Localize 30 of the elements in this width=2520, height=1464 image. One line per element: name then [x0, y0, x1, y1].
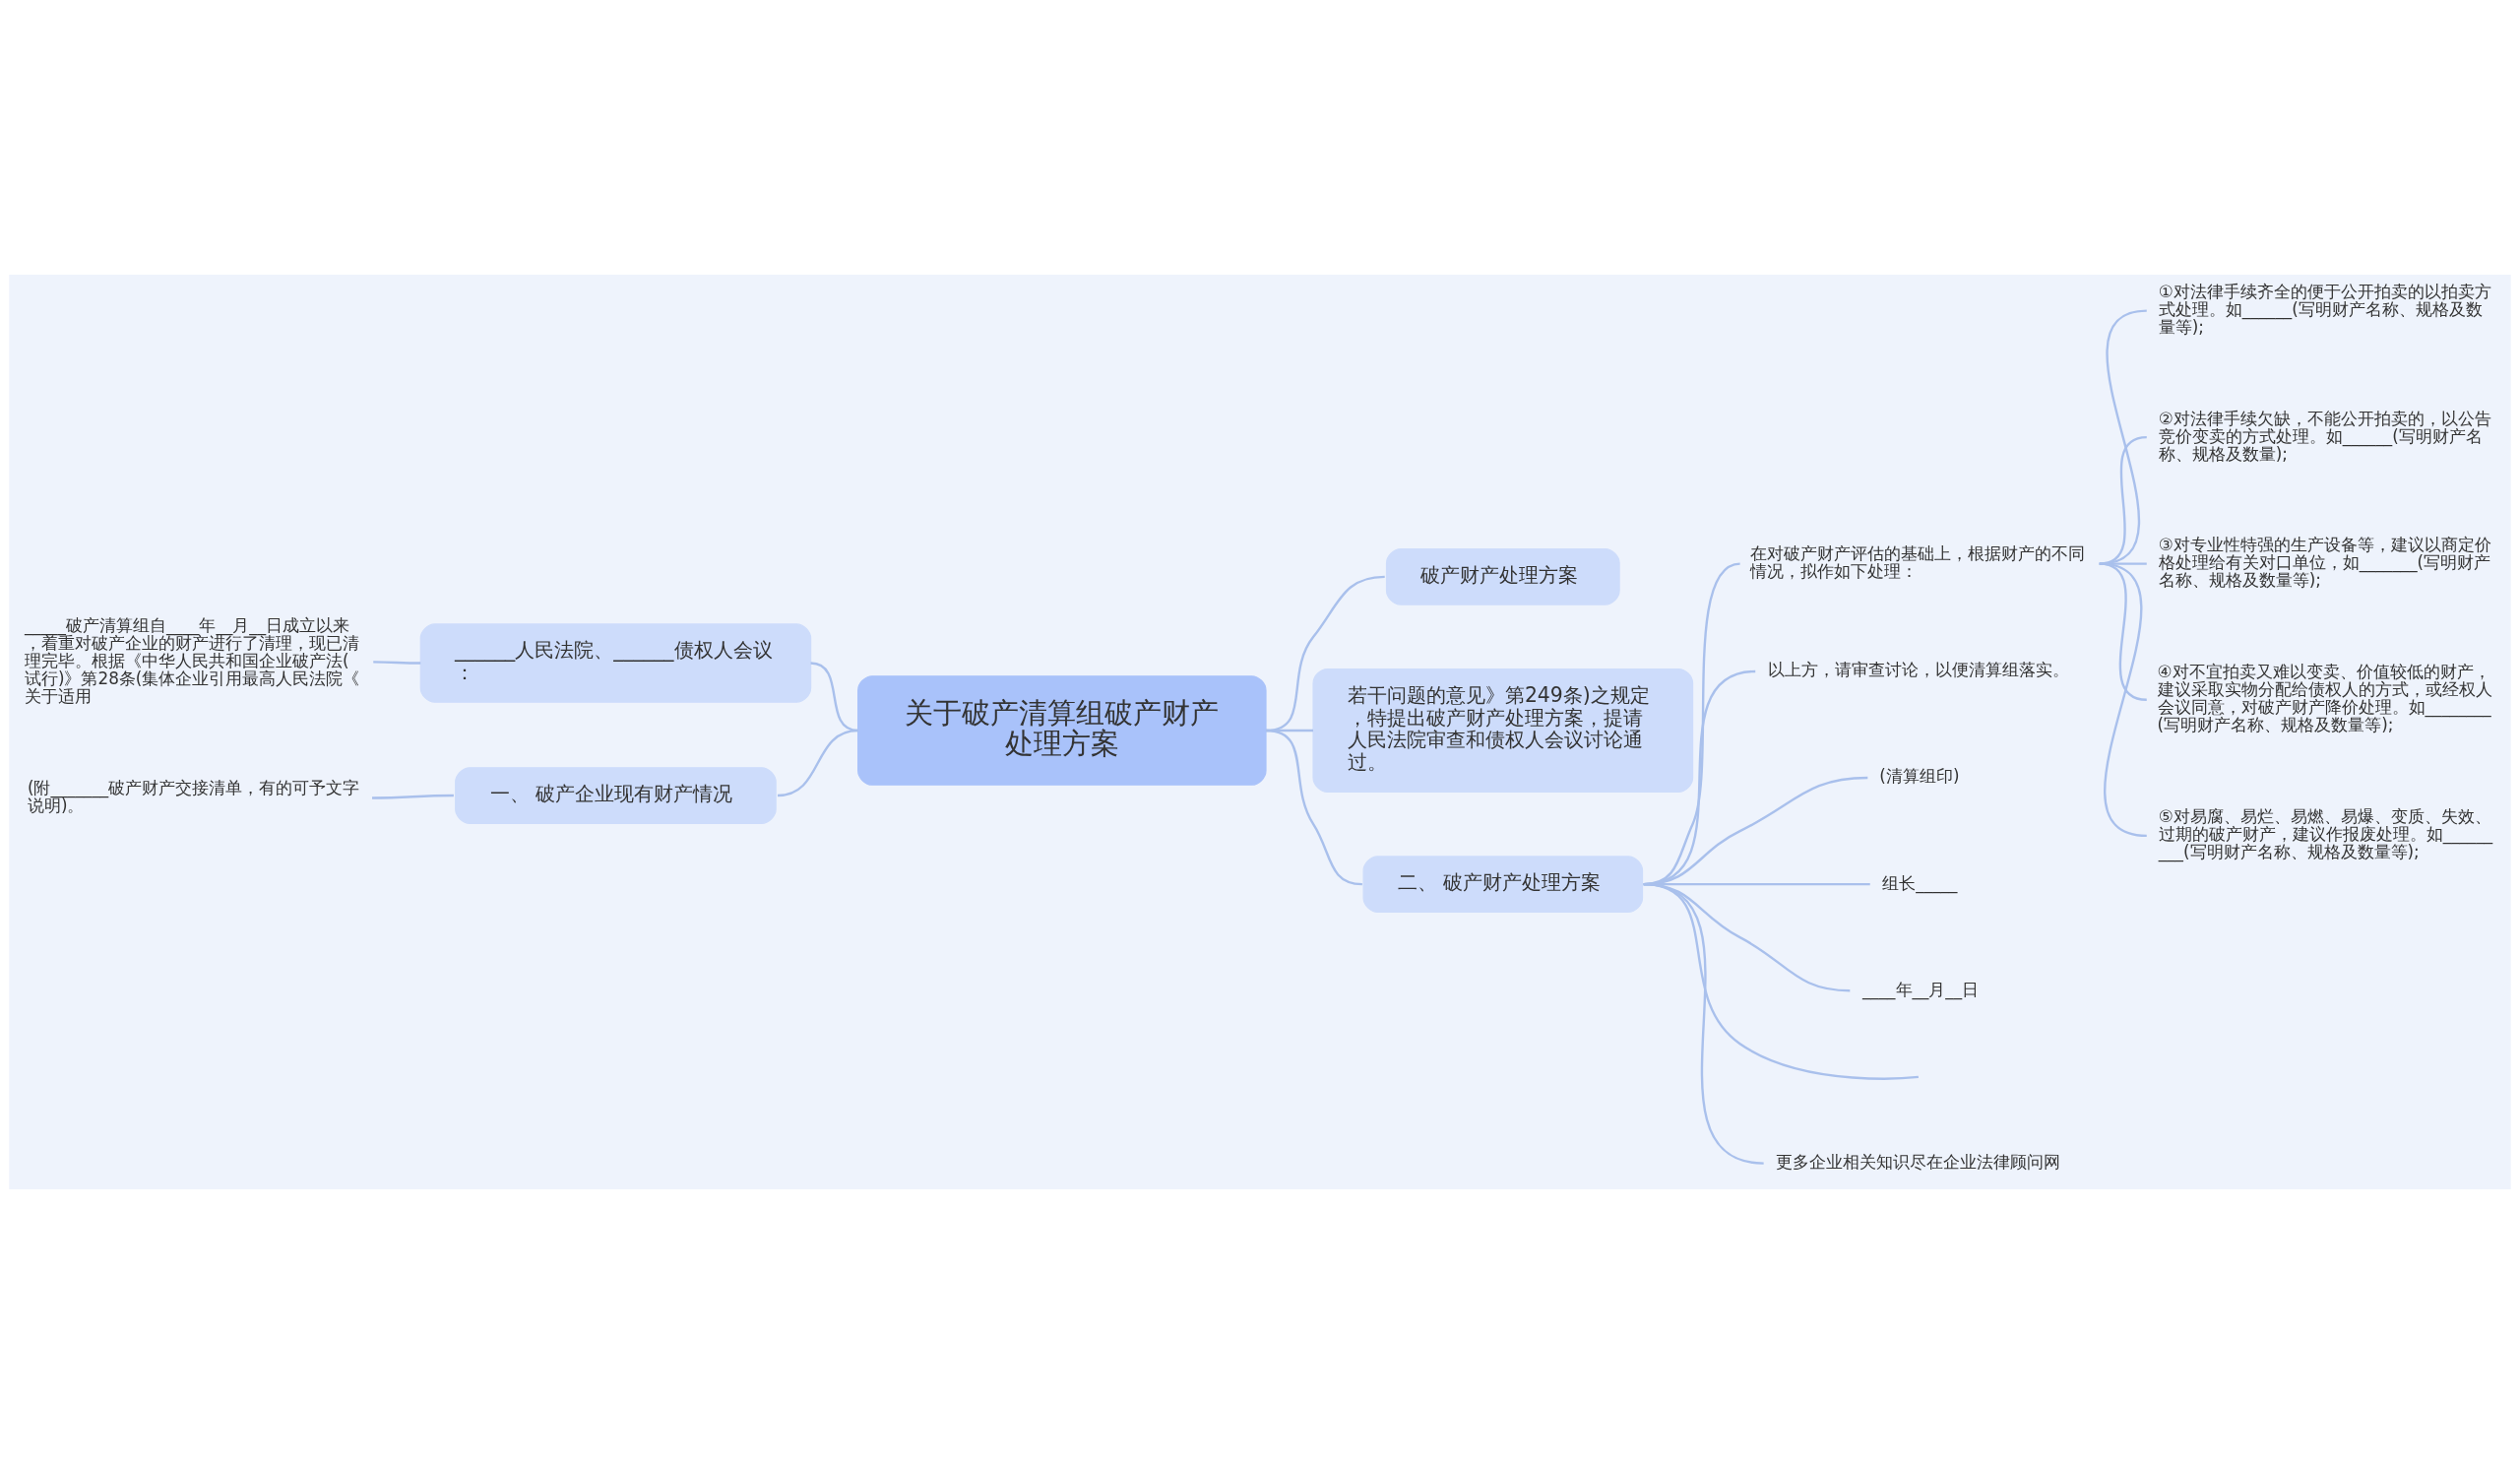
node-text: 更多企业相关知识尽在企业法律顾问网	[1776, 1152, 2061, 1173]
connector	[373, 661, 421, 665]
connector	[1643, 882, 1919, 1080]
connector	[2099, 309, 2148, 565]
node-box: 二、 破产财产处理方案	[1362, 856, 1644, 913]
node-box: 一、 破产企业现有财产情况	[455, 767, 777, 824]
connector	[810, 662, 858, 732]
node-text: ①对法律手续齐全的便于公开拍卖的以拍卖方式处理。如______(写明财产名称、规格及数量等);	[2158, 282, 2491, 338]
node-text: ④对不宜拍卖又难以变卖、价值较低的财产，建议采取实物分配给债权人的方式，或经权人会议同意，对破产财产降价处理。如________(写明财产名称、规格及数量等);	[2157, 662, 2492, 735]
node-text: (清算组印)	[1879, 766, 1960, 787]
node-text: _____破产清算组自____年__月__日成立以来，着重对破产企业的财产进行了清理，现已清理完毕。根据《中华人民共和国企业破产法(试行)》第28条(集体企业引用最高人民法院《关于适用	[24, 614, 360, 706]
node-text: (附_______破产财产交接清单，有的可予文字说明)。	[27, 777, 360, 815]
node-text: 在对破产财产评估的基础上，根据财产的不同情况，拟作如下处理：	[1750, 543, 2086, 582]
connector	[2099, 562, 2147, 565]
connector	[2099, 435, 2147, 565]
node-box: ______人民法院、______债权人会议：	[419, 623, 812, 703]
node-text: ⑤对易腐、易烂、易燃、易爆、变质、失效、过期的破产财产，建议作报废处理。如_________(写明财产名称、规格及数量等);	[2158, 806, 2493, 862]
connector	[1265, 729, 1362, 886]
node-text: 以上方，请审查讨论，以便清算组落实。	[1767, 660, 2069, 680]
connector	[2099, 562, 2148, 838]
node-box: 关于破产清算组破产财产处理方案	[857, 675, 1267, 786]
node-box: 若干问题的意见》第249条)之规定，特提出破产财产处理方案，提请人民法院审查和债权人会议讨论通过。	[1312, 668, 1694, 794]
connector	[2099, 562, 2147, 701]
connector	[777, 729, 858, 797]
node-text: ____年__月__日	[1861, 979, 1980, 999]
node-text: ③对专业性特强的生产设备等，建议以商定价格处理给有关对口单位，如_______(写明财产名称、规格及数量等);	[2158, 535, 2491, 591]
node-text: ②对法律手续欠缺，不能公开拍卖的，以公告竞价变卖的方式处理。如______(写明财产名称、规格及数量);	[2158, 408, 2491, 464]
node-box: 破产财产处理方案	[1385, 548, 1620, 605]
node-text: 组长_____	[1882, 872, 1958, 893]
connector	[372, 794, 454, 799]
